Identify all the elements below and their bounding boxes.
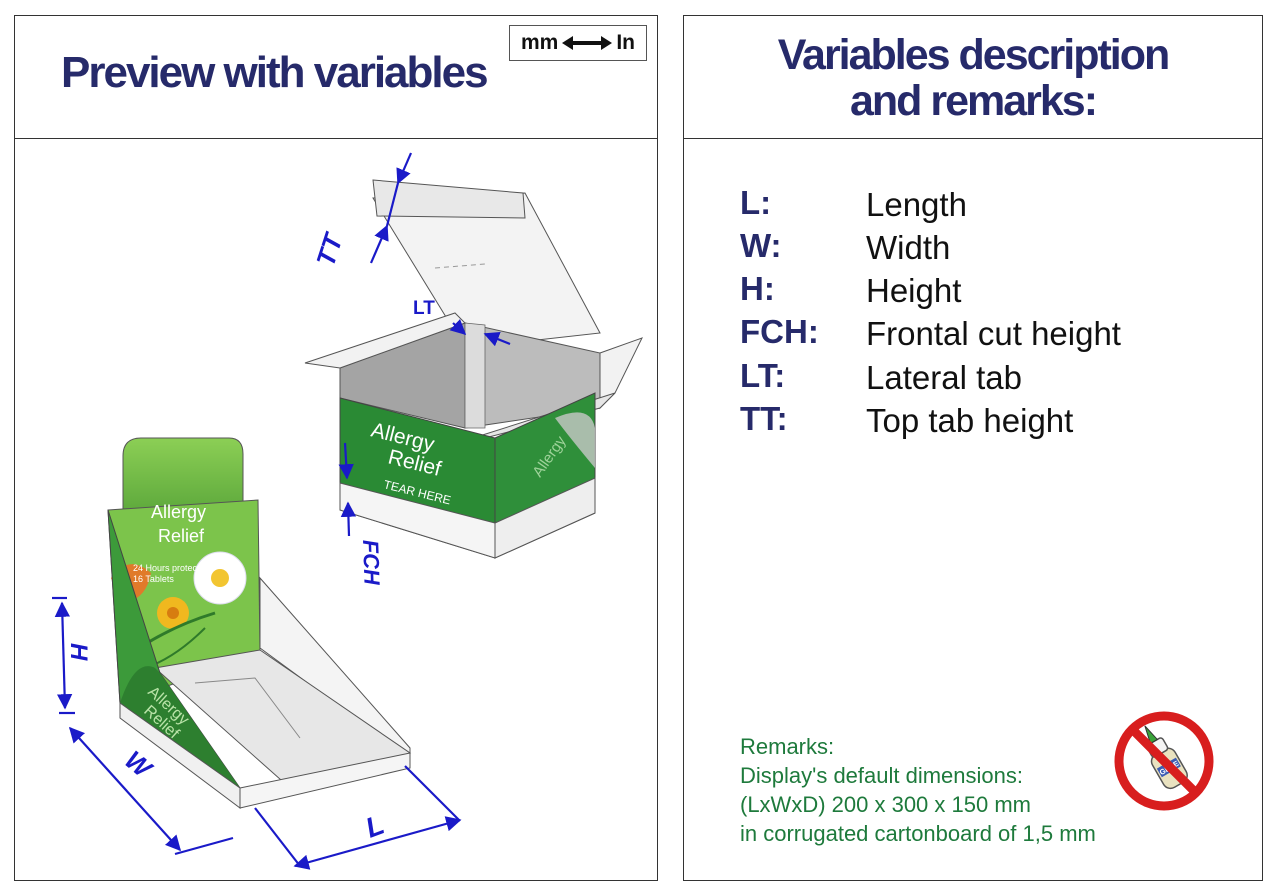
variable-key: FCH: bbox=[740, 313, 819, 350]
remarks-line: in corrugated cartonboard of 1,5 mm bbox=[740, 821, 1096, 846]
label-l: L bbox=[361, 809, 388, 844]
lid-top-tab bbox=[372, 179, 526, 219]
unit-mm-label: mm bbox=[520, 31, 559, 54]
label-lt: LT bbox=[413, 298, 435, 319]
dimension-annotations bbox=[52, 152, 511, 870]
tray-tagline-line1: 24 Hours protection bbox=[133, 563, 212, 573]
variable-key: W: bbox=[740, 227, 782, 264]
tray-tagline-line2: 16 Tablets bbox=[133, 574, 174, 584]
variables-title: Variables description and remarks: bbox=[684, 32, 1262, 124]
label-w: W bbox=[119, 745, 159, 785]
variable-description: Height bbox=[866, 272, 962, 309]
remarks-block: Remarks: Display's default dimensions: (… bbox=[740, 732, 1096, 848]
double-arrow-icon bbox=[562, 36, 613, 50]
variables-header: Variables description and remarks: bbox=[684, 16, 1262, 139]
label-h: H bbox=[65, 643, 92, 661]
variables-title-line2: and remarks: bbox=[849, 77, 1098, 125]
remarks-line: Display's default dimensions: bbox=[740, 763, 1024, 788]
variable-description: Width bbox=[866, 229, 951, 266]
preview-title: Preview with variables bbox=[61, 48, 489, 97]
flower-artwork bbox=[111, 551, 247, 669]
tray-brand-line2: Relief bbox=[158, 526, 205, 546]
variable-key: LT: bbox=[740, 357, 786, 394]
label-fch: FCH bbox=[358, 539, 385, 586]
no-glue-icon: GLUE bbox=[1114, 711, 1214, 811]
tray-header-card bbox=[122, 437, 244, 519]
unit-in-label: In bbox=[616, 31, 636, 54]
unit-toggle-button[interactable]: mm In bbox=[509, 25, 647, 61]
label-tt: TT bbox=[310, 228, 349, 269]
variable-description: Top tab height bbox=[866, 402, 1074, 439]
variable-key: L: bbox=[740, 184, 772, 221]
variables-panel: Variables description and remarks: L: Le… bbox=[683, 15, 1263, 881]
variables-title-line1: Variables description bbox=[777, 31, 1171, 79]
remarks-heading: Remarks: bbox=[740, 734, 835, 759]
variable-description: Frontal cut height bbox=[866, 315, 1121, 352]
display-tray: Allergy Relief 24 Hours protection 16 Ta… bbox=[107, 437, 412, 809]
variable-description: Lateral tab bbox=[866, 359, 1022, 396]
tray-brand-line1: Allergy bbox=[151, 502, 206, 522]
preview-header: Preview with variables mm In bbox=[15, 16, 657, 139]
lidded-box: Allergy Relief TEAR HERE Allergy bbox=[304, 179, 643, 559]
preview-panel: Preview with variables mm In bbox=[14, 15, 658, 881]
box-diagram: Allergy Relief TEAR HERE Allergy A bbox=[52, 152, 643, 870]
remarks-line: (LxWxD) 200 x 300 x 150 mm bbox=[740, 792, 1031, 817]
variable-description: Length bbox=[866, 186, 967, 223]
variable-key: TT: bbox=[740, 400, 788, 437]
variable-key: H: bbox=[740, 270, 775, 307]
